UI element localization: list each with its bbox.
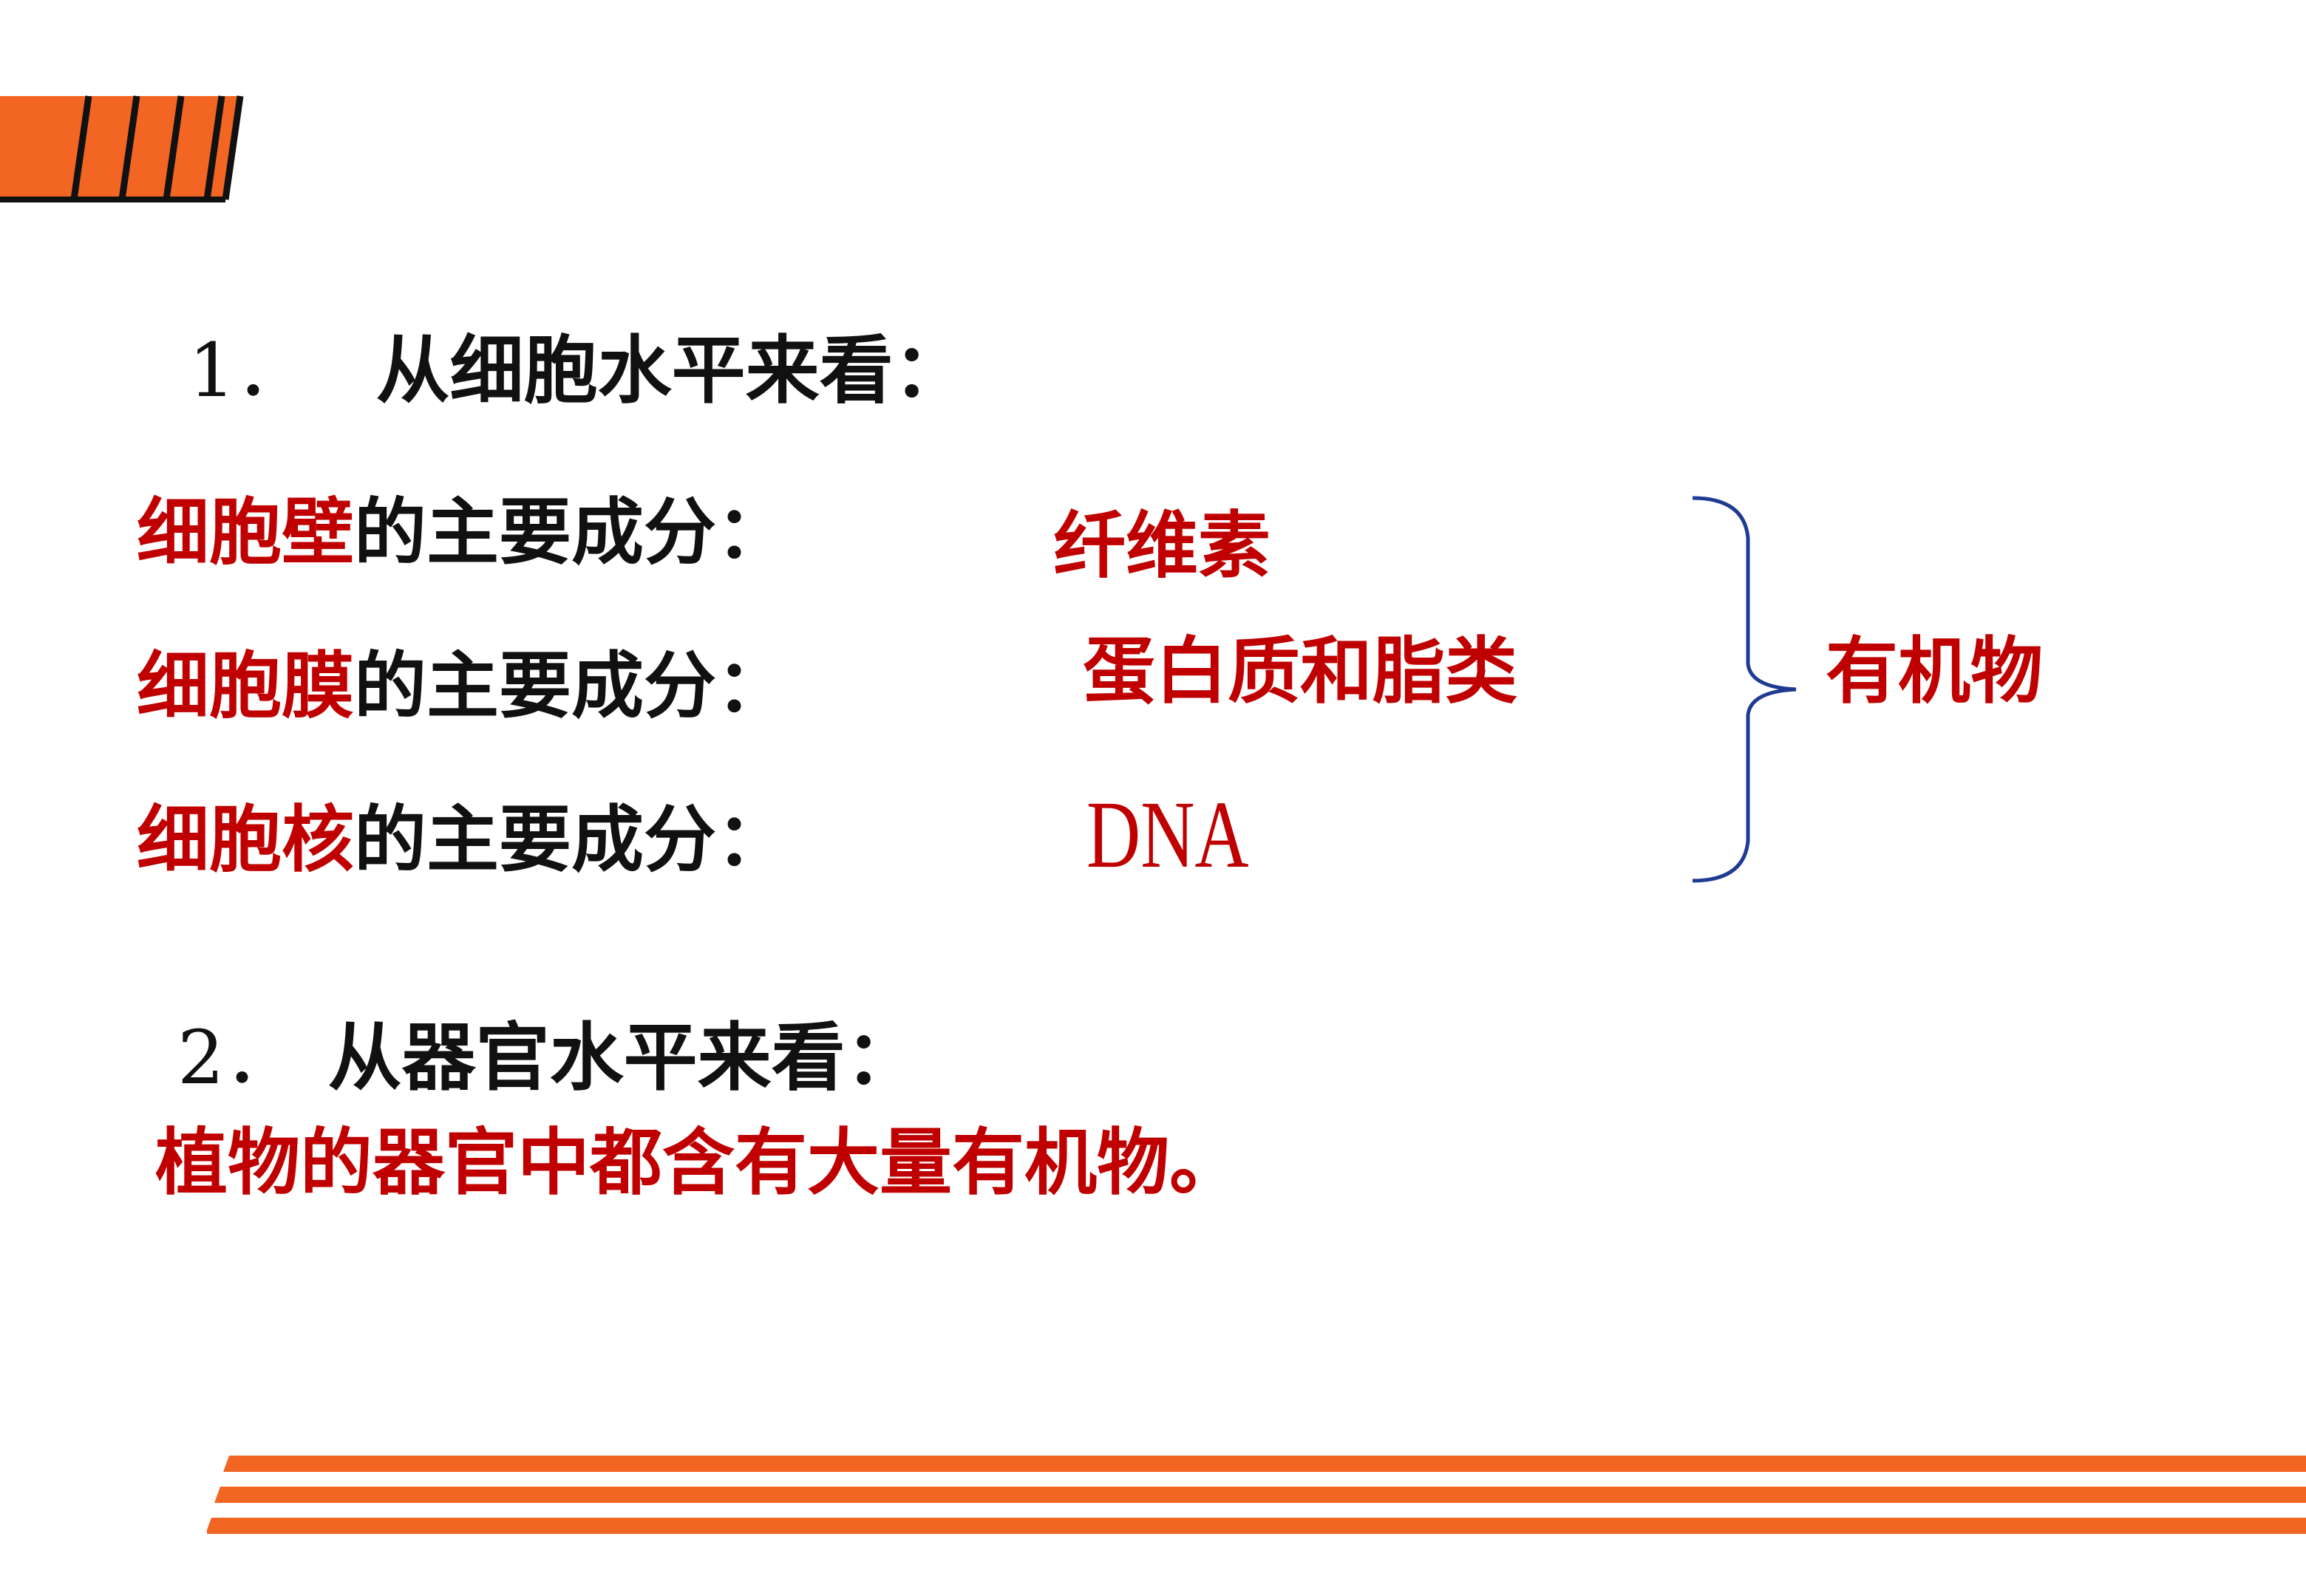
cell-nucleus-value: DNA <box>1086 782 1249 888</box>
section-2-heading: 2． 从器官水平来看： <box>177 998 919 1105</box>
corner-stripe-decoration <box>0 89 251 207</box>
section-1-heading: 1． 从细胞水平来看： <box>188 310 967 417</box>
conclusion-text: 植物的器官中都含有大量有机物。 <box>155 1121 1242 1205</box>
section-2-number: 2． <box>177 1014 299 1101</box>
cell-nucleus-subject: 细胞核 <box>137 798 355 882</box>
summary-label: 有机物 <box>1826 630 2044 714</box>
cell-nucleus-row: 细胞核的主要成分： <box>137 804 789 876</box>
section-2-title: 从器官水平来看： <box>327 1014 919 1101</box>
cell-membrane-row: 细胞膜的主要成分： <box>137 650 789 723</box>
right-curly-brace-icon <box>1685 494 1811 885</box>
cell-wall-row: 细胞壁的主要成分： <box>137 497 789 569</box>
cell-nucleus-predicate: 的主要成分： <box>354 798 789 882</box>
stripe-bars-icon <box>0 95 244 202</box>
bottom-stripes-decoration <box>207 1456 2306 1537</box>
cell-wall-value: 纤维素 <box>1053 504 1271 588</box>
section-1-number: 1． <box>188 327 310 414</box>
cell-membrane-value: 蛋白质和脂类 <box>1083 630 1518 714</box>
cell-wall-predicate: 的主要成分： <box>354 491 789 575</box>
section-1-title: 从细胞水平来看： <box>375 327 967 414</box>
horizontal-stripes-icon <box>207 1456 2306 1534</box>
cell-wall-subject: 细胞壁 <box>137 491 355 575</box>
cell-membrane-subject: 细胞膜 <box>137 644 355 729</box>
cell-membrane-predicate: 的主要成分： <box>354 644 789 729</box>
